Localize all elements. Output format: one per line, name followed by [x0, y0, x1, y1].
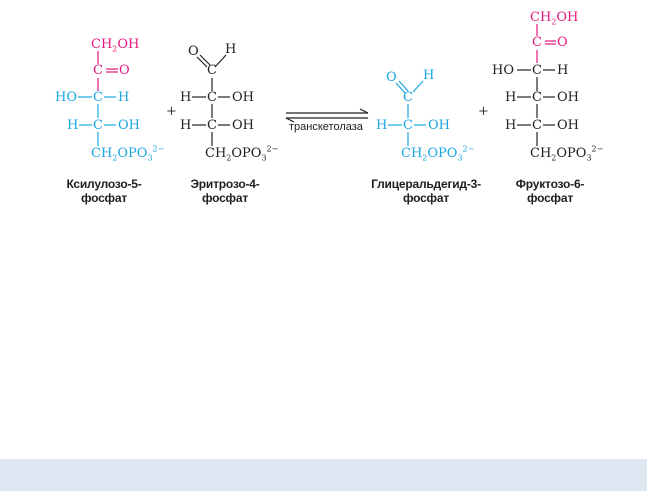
fructose-c3: C: [532, 63, 542, 78]
xylulose-caption: Ксилулозо-5- фосфат: [66, 177, 142, 205]
erythrose-h3: H: [180, 118, 192, 133]
fructose-c2: C: [532, 35, 542, 50]
xylulose-oh4: OH: [118, 118, 140, 133]
bottom-band: [0, 459, 647, 491]
fructose-c5: C: [532, 118, 542, 133]
fructose-h5: H: [505, 118, 517, 133]
xylulose-c1: C: [93, 63, 103, 78]
glyceraldehyde-c2: C: [403, 118, 413, 133]
erythrose-caption: Эритрозо-4- фосфат: [190, 177, 260, 205]
erythrose-oh2: OH: [232, 90, 254, 105]
erythrose-ch2opo3: CH2OPO32−: [205, 144, 279, 163]
xylulose-h4: H: [67, 118, 79, 133]
plus-sign-2: +: [478, 104, 489, 119]
plus-sign-1: +: [166, 104, 177, 119]
xylulose-c3: C: [93, 90, 103, 105]
xylulose-ho: HO: [55, 90, 77, 105]
erythrose-c1: C: [207, 63, 217, 78]
fructose-h3: H: [557, 63, 569, 78]
fructose-oh4: OH: [557, 90, 579, 105]
xylulose-ch2opo3: CH2OPO32−: [91, 144, 165, 163]
erythrose-oh3: OH: [232, 118, 254, 133]
fructose-oh5: OH: [557, 118, 579, 133]
fructose-h4: H: [505, 90, 517, 105]
glyceraldehyde-caption: Глицеральдегид-3- фосфат: [371, 177, 481, 205]
glyceraldehyde-h2: H: [376, 118, 388, 133]
erythrose-h-ald: H: [225, 42, 237, 57]
glyceraldehyde-h-ald: H: [423, 68, 435, 83]
enzyme-label: транскетолаза: [289, 121, 363, 133]
fructose-ho3: HO: [492, 63, 514, 78]
erythrose-c2: C: [207, 90, 217, 105]
xylulose-o-keto: O: [119, 63, 130, 78]
fructose-ch2oh-top: CH2OH: [530, 10, 579, 27]
xylulose-h3: H: [118, 90, 130, 105]
xylulose-ch2oh-top: CH2OH: [91, 37, 140, 54]
erythrose-h2: H: [180, 90, 192, 105]
glyceraldehyde-ch2opo3: CH2OPO32−: [401, 144, 475, 163]
glyceraldehyde-c1: C: [403, 90, 413, 105]
erythrose-c3: C: [207, 118, 217, 133]
xylulose-c4: C: [93, 118, 103, 133]
fructose-o-keto: O: [557, 35, 568, 50]
glyceraldehyde-o-ald: O: [386, 70, 397, 85]
erythrose-o-ald: O: [188, 44, 199, 59]
fructose-c4: C: [532, 90, 542, 105]
fructose-ch2opo3: CH2OPO32−: [530, 144, 604, 163]
glyceraldehyde-oh2: OH: [428, 118, 450, 133]
fructose-caption: Фруктозо-6- фосфат: [515, 177, 585, 205]
